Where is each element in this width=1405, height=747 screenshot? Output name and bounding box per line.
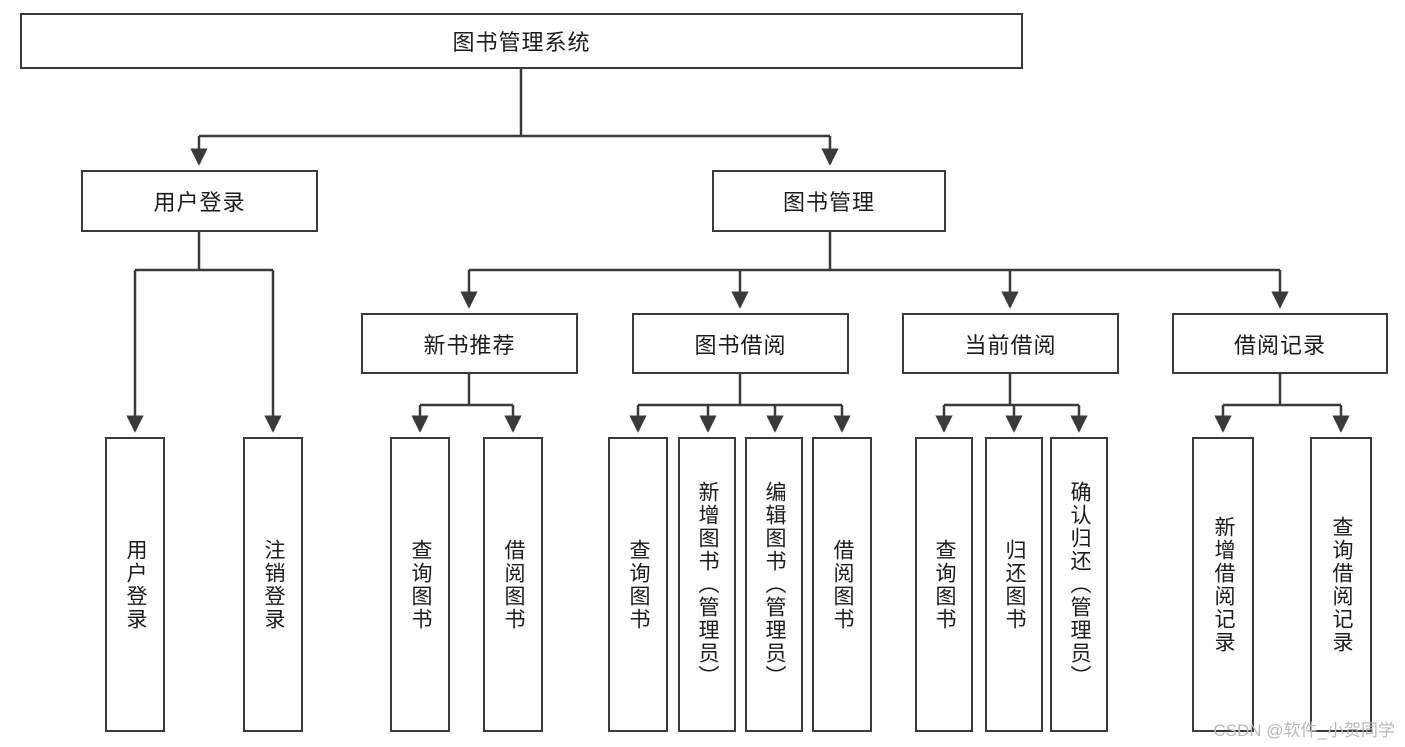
leaf-label: 归还图书 <box>1003 538 1027 631</box>
node-borrow-record[interactable]: 借阅记录 <box>1172 313 1388 374</box>
node-book-borrow-label: 图书借阅 <box>694 332 787 358</box>
leaf-label: 新增图书（管理员） <box>696 481 720 688</box>
node-user-login-label: 用户登录 <box>153 190 246 215</box>
node-root-label: 图书管理系统 <box>452 30 591 55</box>
node-root[interactable]: 图书管理系统 <box>20 13 1023 69</box>
node-book-borrow[interactable]: 图书借阅 <box>632 313 849 374</box>
leaf-label: 新增借阅记录 <box>1212 515 1236 654</box>
leaf-current-borrow-confirm[interactable]: 确认归还（管理员） <box>1050 437 1108 732</box>
node-new-book-recommend-label: 新书推荐 <box>423 332 516 358</box>
leaf-label: 借阅图书 <box>831 538 855 631</box>
leaf-label: 查询图书 <box>933 538 957 631</box>
node-borrow-record-label: 借阅记录 <box>1233 332 1326 358</box>
leaf-label: 查询图书 <box>627 538 651 631</box>
leaf-borrow-record-query[interactable]: 查询借阅记录 <box>1310 437 1372 732</box>
node-book-manage-label: 图书管理 <box>782 190 875 215</box>
leaf-book-borrow-edit[interactable]: 编辑图书（管理员） <box>745 437 803 732</box>
leaf-label: 注销登录 <box>262 538 286 631</box>
leaf-label: 查询借阅记录 <box>1330 515 1354 654</box>
leaf-book-borrow-borrow[interactable]: 借阅图书 <box>812 437 872 732</box>
leaf-current-borrow-return[interactable]: 归还图书 <box>985 437 1043 732</box>
leaf-label: 借阅图书 <box>502 538 526 631</box>
leaf-borrow-record-add[interactable]: 新增借阅记录 <box>1192 437 1254 732</box>
leaf-label: 用户登录 <box>124 538 148 631</box>
node-current-borrow-label: 当前借阅 <box>964 332 1057 358</box>
leaf-user-login-signin[interactable]: 用户登录 <box>105 437 165 732</box>
leaf-label: 查询图书 <box>409 538 433 631</box>
leaf-label: 确认归还（管理员） <box>1068 481 1092 688</box>
node-current-borrow[interactable]: 当前借阅 <box>902 313 1119 374</box>
csdn-watermark: CSDN @软件_小贺同学 <box>1213 721 1395 740</box>
leaf-current-borrow-query[interactable]: 查询图书 <box>915 437 973 732</box>
leaf-label: 编辑图书（管理员） <box>763 481 787 688</box>
node-user-login[interactable]: 用户登录 <box>81 170 318 232</box>
node-book-manage[interactable]: 图书管理 <box>712 170 946 232</box>
leaf-book-borrow-add[interactable]: 新增图书（管理员） <box>678 437 736 732</box>
leaf-book-borrow-query[interactable]: 查询图书 <box>608 437 668 732</box>
leaf-new-book-query[interactable]: 查询图书 <box>390 437 450 732</box>
leaf-new-book-borrow[interactable]: 借阅图书 <box>483 437 543 732</box>
node-new-book-recommend[interactable]: 新书推荐 <box>361 313 578 374</box>
leaf-user-login-signout[interactable]: 注销登录 <box>243 437 303 732</box>
